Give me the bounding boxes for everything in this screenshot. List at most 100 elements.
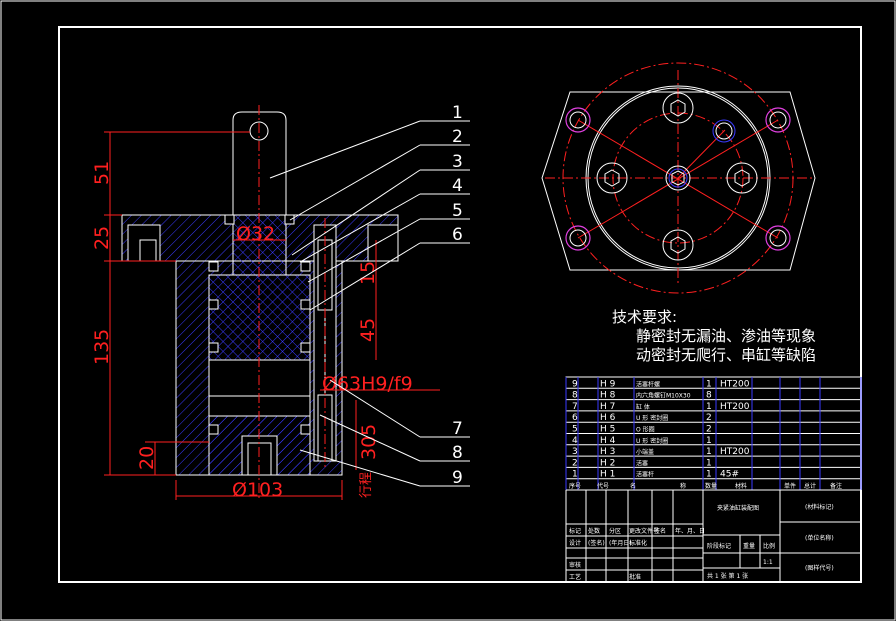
balloon-1: 1 xyxy=(452,103,463,123)
section-view xyxy=(121,105,399,500)
parts-cell-no: 4 xyxy=(572,436,578,446)
parts-header-cell: 单件 xyxy=(784,482,796,490)
parts-cell-name: 内六角螺钉M10X30 xyxy=(636,392,691,400)
parts-cell-name: U 形 密封圈 xyxy=(636,437,668,445)
parts-row: 6 H 6 U 形 密封圈 2 xyxy=(572,413,712,423)
parts-cell-no: 1 xyxy=(572,470,578,480)
tb-ratio-val: 1:1 xyxy=(763,559,773,566)
tb-review: 审核 xyxy=(569,561,581,569)
tb-design: 设计 xyxy=(569,539,581,547)
dim-305: 305 xyxy=(358,424,380,460)
tb-row-sign: 签名 xyxy=(654,527,666,535)
parts-cell-name: O 形圈 xyxy=(636,426,655,434)
tech-req-title: 技术要求: xyxy=(612,308,677,326)
tb-row-mark: 标记 xyxy=(569,527,581,535)
tb-sheets: 共 1 张 第 1 张 xyxy=(707,572,748,580)
tb-row-ymd: 年、月、日 xyxy=(675,527,705,535)
parts-header-cell: 总计 xyxy=(804,482,816,490)
parts-cell-name: 缸 体 xyxy=(636,403,650,411)
dim-25: 25 xyxy=(91,226,113,250)
balloon-5: 5 xyxy=(452,201,463,221)
parts-cell-name: 小端盖 xyxy=(636,448,654,456)
balloon-4: 4 xyxy=(452,176,463,196)
balloon-7: 7 xyxy=(452,419,463,439)
tb-stage: 阶段标记 xyxy=(707,542,731,550)
tb-row-count: 处数 xyxy=(588,527,600,535)
parts-cell-code: H 9 xyxy=(600,379,616,389)
tb-standard: 标准化 xyxy=(629,539,647,547)
parts-row: 8 H 8 内六角螺钉M10X30 8 xyxy=(572,391,712,401)
dimension-lines xyxy=(104,131,440,500)
tb-drawing-name: 夹紧油缸装配图 xyxy=(717,504,759,512)
parts-cell-qty: 1 xyxy=(706,379,712,389)
parts-cell-qty: 8 xyxy=(706,391,712,401)
part-balloons: 1 2 3 4 5 6 7 8 9 xyxy=(269,103,470,488)
parts-cell-code: H 3 xyxy=(600,447,615,457)
dim-stroke: 行程 xyxy=(359,472,374,498)
tb-unit-name: (单位名称) xyxy=(805,534,834,542)
parts-cell-material: HT200 xyxy=(720,402,750,412)
parts-header-cell: 名 xyxy=(630,482,636,490)
tb-approve: 批准 xyxy=(629,573,641,581)
top-view xyxy=(541,62,816,294)
dim-135: 135 xyxy=(91,329,113,365)
parts-header-cell: 数量 xyxy=(705,482,717,490)
dim-103: Ø103 xyxy=(232,479,283,501)
parts-header-cell: 称 xyxy=(680,482,686,490)
balloon-6: 6 xyxy=(452,225,463,245)
parts-row: 3 H 3 小端盖 1 HT200 xyxy=(572,447,750,457)
parts-cell-code: H 5 xyxy=(600,425,615,435)
parts-header-cell: 序号 xyxy=(569,482,581,490)
parts-header-cell: 代号 xyxy=(597,482,609,490)
parts-cell-name: 活塞杆 xyxy=(636,471,654,479)
tb-material-mark: (材料标记) xyxy=(805,503,834,511)
parts-header-cell: 备注 xyxy=(830,482,842,490)
parts-cell-no: 5 xyxy=(572,425,578,435)
parts-header-cell: 材料 xyxy=(735,482,747,490)
dim-20: 20 xyxy=(136,446,158,470)
tb-sign-date: (签名) xyxy=(588,539,605,547)
dim-15: 15 xyxy=(357,261,379,285)
tb-year: (年月日) xyxy=(609,539,632,547)
parts-cell-name: U 形 密封圈 xyxy=(636,414,668,422)
tb-weight: 重量 xyxy=(743,542,755,550)
parts-cell-name: 活塞 xyxy=(636,459,648,467)
parts-row: 5 H 5 O 形圈 2 xyxy=(572,425,712,435)
parts-cell-no: 7 xyxy=(572,402,578,412)
parts-cell-code: H 2 xyxy=(600,458,615,468)
parts-cell-no: 6 xyxy=(572,413,578,423)
tb-drawing-no: (图样代号) xyxy=(805,564,834,572)
parts-cell-code: H 1 xyxy=(600,470,615,480)
parts-cell-material: HT200 xyxy=(720,379,750,389)
dim-51: 51 xyxy=(91,161,113,185)
parts-cell-code: H 6 xyxy=(600,413,616,423)
parts-cell-qty: 1 xyxy=(706,436,712,446)
parts-cell-material: HT200 xyxy=(720,447,750,457)
drawing-frame xyxy=(58,26,862,583)
parts-cell-qty: 1 xyxy=(706,458,712,468)
tb-process: 工艺 xyxy=(569,573,581,581)
tech-req-line-2: 动密封无爬行、串缸等缺陷 xyxy=(636,346,816,364)
balloon-3: 3 xyxy=(452,152,463,172)
balloon-8: 8 xyxy=(452,443,463,463)
tb-row-zone: 分区 xyxy=(609,527,621,535)
parts-cell-qty: 2 xyxy=(706,413,712,423)
parts-cell-material: 45# xyxy=(720,470,739,480)
parts-cell-no: 8 xyxy=(572,391,578,401)
parts-cell-no: 3 xyxy=(572,447,578,457)
dim-45: 45 xyxy=(357,318,379,342)
balloon-2: 2 xyxy=(452,127,463,147)
parts-cell-name: 活塞杆螺 xyxy=(636,380,660,388)
parts-cell-qty: 1 xyxy=(706,402,712,412)
parts-cell-qty: 1 xyxy=(706,447,712,457)
parts-cell-code: H 8 xyxy=(600,391,616,401)
parts-cell-qty: 2 xyxy=(706,425,712,435)
parts-row: 2 H 2 活塞 1 xyxy=(572,458,712,468)
parts-cell-no: 2 xyxy=(572,458,578,468)
